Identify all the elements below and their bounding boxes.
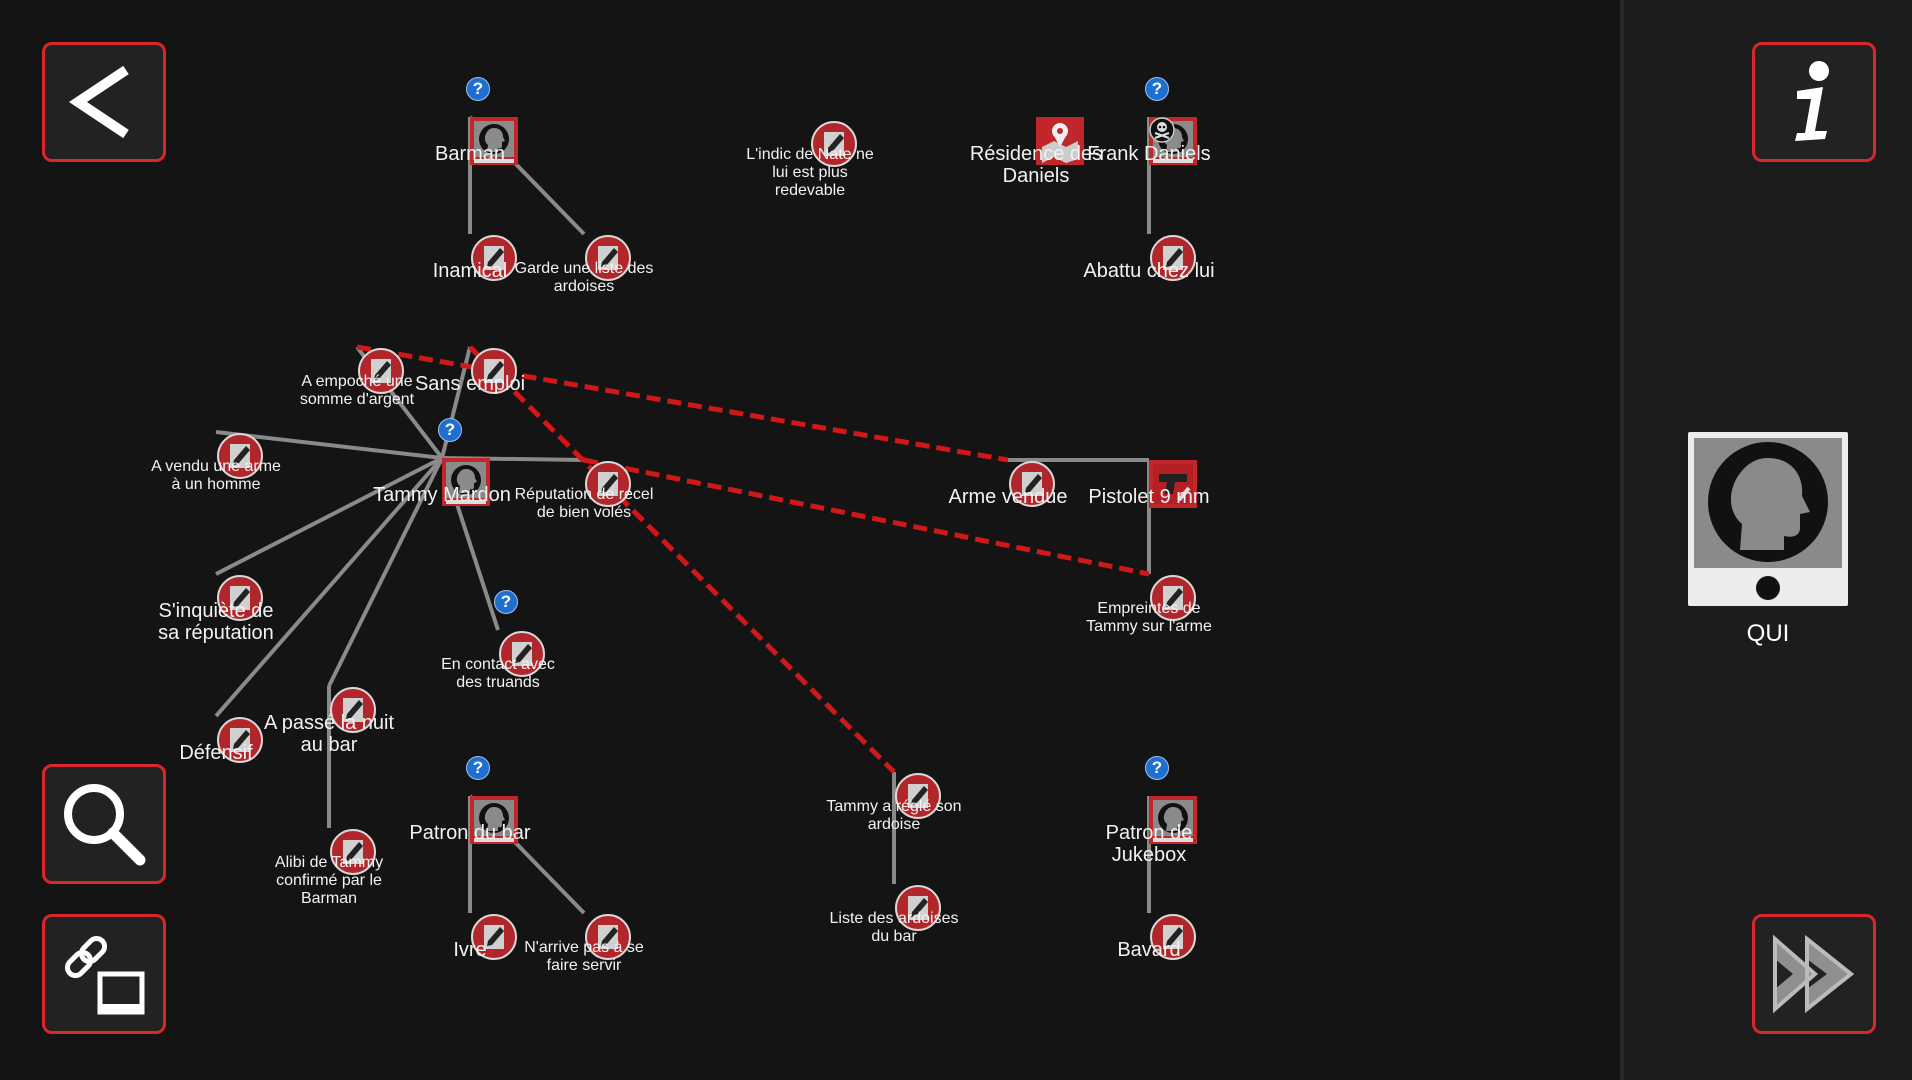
person-icon (470, 117, 518, 165)
node-label: Alibi de Tammy confirmé par le Barman (274, 854, 384, 907)
node-label: S'inquiète de sa réputation (158, 600, 274, 645)
evidence-link (215, 456, 443, 576)
node-label: Tammy a réglé son ardoise (826, 798, 962, 833)
question-badge-icon: ? (1145, 77, 1169, 101)
node-label: Frank Daniels (1087, 143, 1211, 165)
node-label: N'arrive pas à se faire servir (524, 939, 644, 974)
note-icon (811, 121, 857, 167)
node-label: Patron du bar (409, 822, 531, 844)
qui-label: QUI (1746, 620, 1790, 647)
question-badge-icon: ? (466, 77, 490, 101)
question-badge-icon: ? (1145, 756, 1169, 780)
question-badge-icon: ? (466, 756, 490, 780)
back-arrow-icon (68, 65, 129, 139)
node-label: A vendu une arme à un homme (151, 458, 281, 493)
head-silhouette-icon (1694, 438, 1842, 600)
links-layer (214, 115, 1151, 915)
evidence-link (327, 457, 444, 687)
node-label: Ivre (453, 939, 487, 961)
note-icon (358, 348, 404, 394)
note-icon (895, 773, 941, 819)
person-icon (470, 796, 518, 844)
fast-forward-icon (1773, 934, 1855, 1014)
evidence-link (215, 430, 443, 460)
note-icon (471, 914, 517, 960)
node-label: Arme vendue (948, 486, 1068, 508)
node-label: Résidence des Daniels (969, 143, 1103, 188)
node-label: Barman (434, 143, 506, 165)
back-button[interactable] (42, 42, 166, 162)
node-label: Pistolet 9 mm (1088, 486, 1210, 508)
skull-crossbones-icon (1149, 117, 1175, 143)
node-label: A empoché une somme d'argent (299, 373, 415, 408)
contradiction-link (356, 344, 1009, 463)
link-button[interactable] (42, 914, 166, 1034)
note-icon (585, 914, 631, 960)
deduction-board[interactable]: ? Barman Inamical Garde une liste des ard… (0, 0, 1620, 1080)
info-icon (1795, 61, 1829, 141)
note-icon (217, 433, 263, 479)
contradiction-link (468, 345, 896, 774)
node-label: Abattu chez lui (1083, 260, 1215, 282)
node-label: Inamical (432, 260, 508, 282)
node-label: Réputation de recel de bien volés (514, 486, 654, 521)
note-icon (895, 885, 941, 931)
link-chain-icon (64, 935, 145, 1015)
node-label: Défensif (179, 742, 253, 764)
note-icon (217, 575, 263, 621)
map-location-icon (1036, 117, 1084, 165)
node-label: L'indic de Nate ne lui est plus redevabl… (746, 146, 874, 199)
question-badge-icon: ? (438, 418, 462, 442)
note-icon (585, 235, 631, 281)
node-label: Patron de Jukebox (1105, 822, 1193, 867)
pistol-icon (1149, 460, 1197, 508)
node-label: A passé la nuit au bar (263, 712, 395, 757)
search-button[interactable] (42, 764, 166, 884)
node-label: Empreintes de Tammy sur l'arme (1086, 600, 1212, 635)
node-label: Sans emploi (414, 373, 526, 395)
note-icon (471, 235, 517, 281)
magnifier-icon (64, 784, 146, 866)
note-icon (499, 631, 545, 677)
contradiction-link (583, 457, 1150, 577)
info-button[interactable] (1752, 42, 1876, 162)
node-label: Garde une liste des ardoises (514, 260, 654, 295)
person-icon (1149, 796, 1197, 844)
note-icon (1009, 461, 1055, 507)
note-icon (1150, 575, 1196, 621)
node-label: En contact avec des truands (441, 656, 555, 691)
note-icon (330, 829, 376, 875)
note-icon (1150, 235, 1196, 281)
node-label: Liste des ardoises du bar (829, 910, 959, 945)
note-icon (1150, 914, 1196, 960)
evidence-link (214, 456, 444, 718)
question-badge-icon: ? (494, 590, 518, 614)
forward-button[interactable] (1752, 914, 1876, 1034)
qui-card[interactable] (1688, 432, 1848, 606)
node-label: Bavard (1117, 939, 1181, 961)
note-icon (217, 717, 263, 763)
note-icon (330, 687, 376, 733)
note-icon (471, 348, 517, 394)
note-icon (585, 461, 631, 507)
person-icon (442, 458, 490, 506)
node-label: Tammy Mardon (373, 484, 511, 506)
